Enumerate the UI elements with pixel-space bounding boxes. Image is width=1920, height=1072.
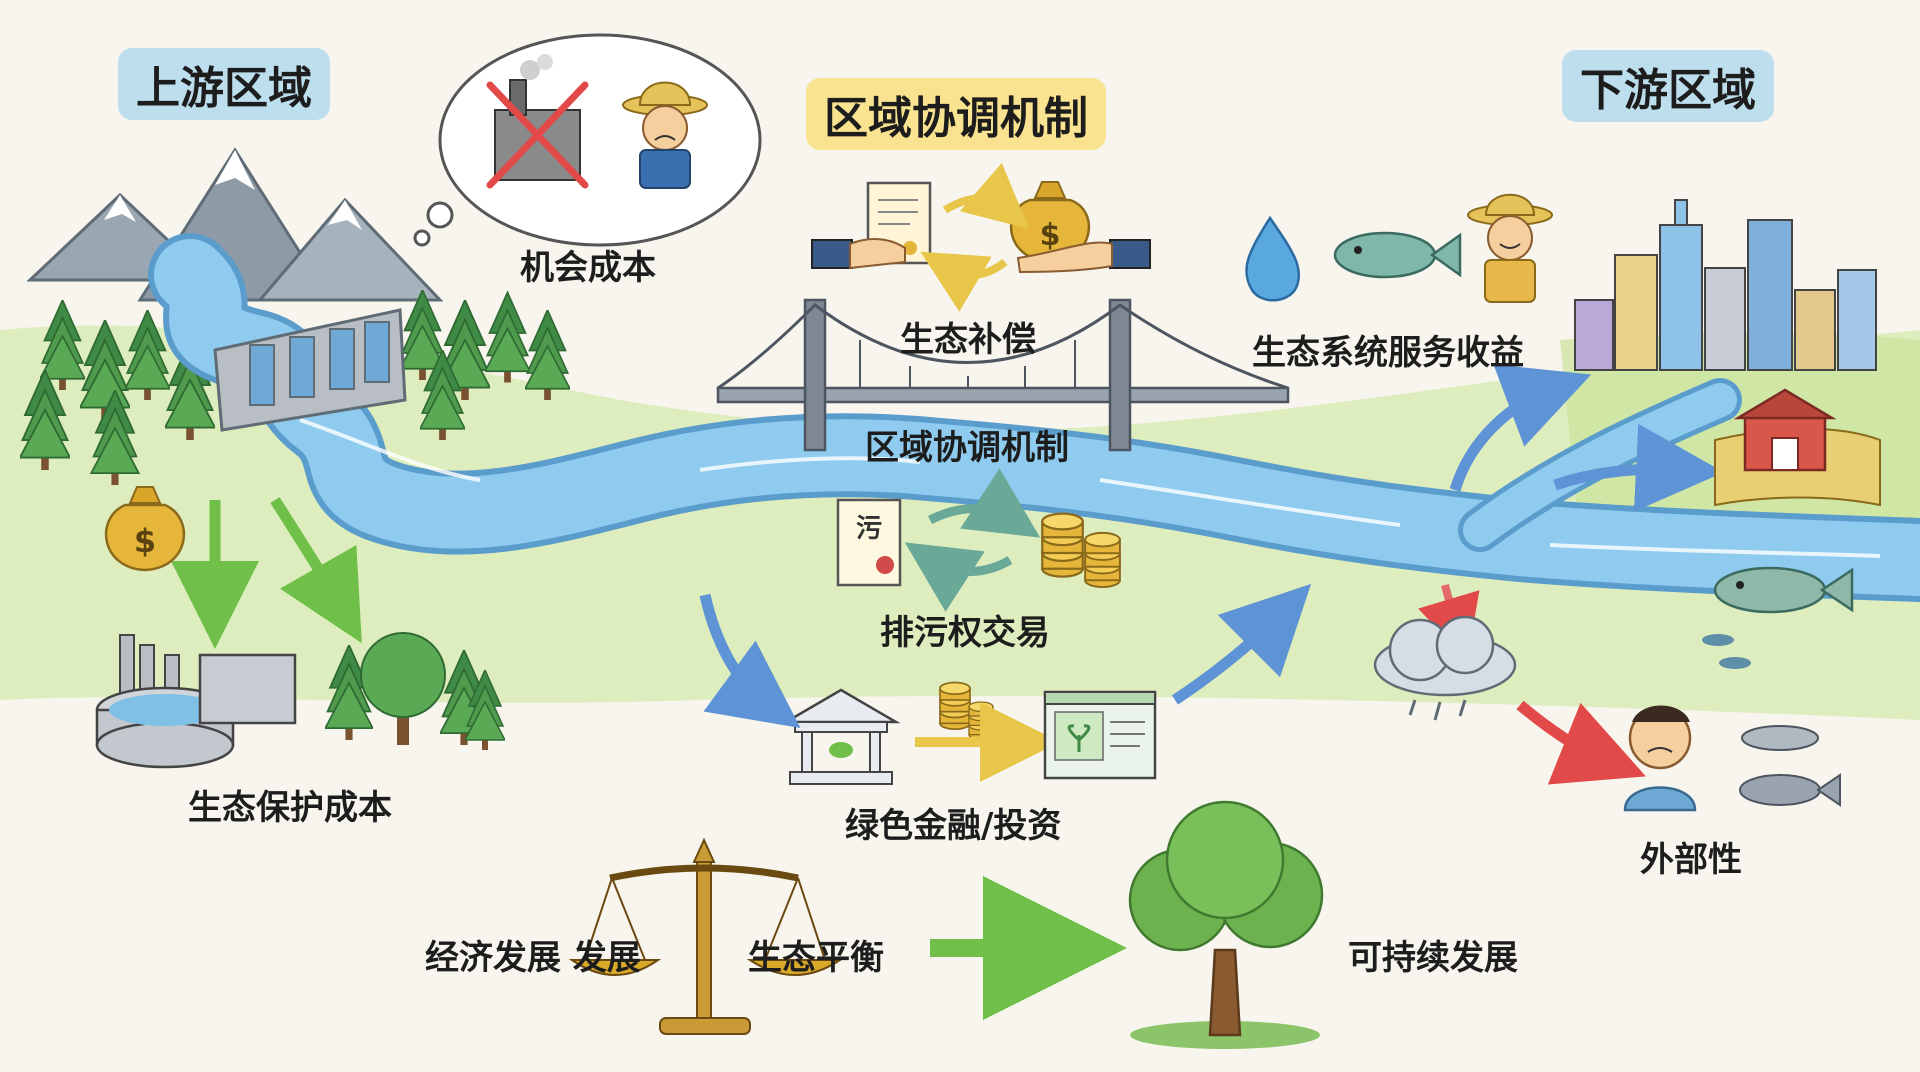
eco-compensation-label: 生态补偿	[900, 320, 1036, 360]
opportunity-cost-label: 机会成本	[520, 248, 656, 288]
externality-label: 外部性	[1640, 840, 1742, 880]
green-finance-label: 绿色金融/投资	[845, 806, 1062, 846]
thought-bubble	[413, 33, 762, 247]
dollar-sign-text: $	[1040, 218, 1061, 253]
sad-farmer-icon	[622, 81, 708, 189]
water-treatment-plant-icon	[95, 634, 297, 769]
blue-arrow-down	[699, 593, 801, 729]
right-hand-icon	[1016, 239, 1151, 274]
pollution-trading-label: 排污权交易	[880, 613, 1050, 653]
green-project-screen-icon	[1043, 690, 1157, 780]
farm-barn-icon	[1714, 388, 1881, 507]
downstream-title: 下游区域	[1562, 50, 1774, 122]
upstream-dollar-text: $	[134, 522, 156, 560]
balance-scale-icon	[568, 837, 844, 1035]
blue-arrow-farm	[1553, 423, 1724, 512]
crossed-factory-icon	[486, 54, 589, 189]
bank-icon	[781, 688, 901, 785]
pollution-char-text: 污	[856, 514, 882, 544]
sustainable-development-label: 可持续发展	[1348, 938, 1518, 978]
upstream-title: 上游区域	[118, 48, 330, 120]
blue-arrow-city	[1449, 364, 1592, 492]
blue-arrow-up	[1171, 583, 1312, 705]
red-arrow-externality	[1516, 700, 1646, 785]
upstream-money-bag-icon: $	[104, 486, 186, 572]
mechanism-title: 区域协调机制	[806, 78, 1106, 150]
eco-balance-label: 生态平衡	[748, 938, 884, 978]
trade-arrow-bottom	[904, 542, 1013, 612]
exchange-arrow-top	[942, 162, 1030, 229]
trade-arrow-top	[927, 468, 1041, 538]
eco-services-label: 生态系统服务收益	[1252, 333, 1524, 373]
exchange-arrow-bottom	[920, 251, 1008, 312]
bridge-mechanism-label: 区域协调机制	[865, 428, 1069, 468]
sustainable-tree-icon	[1128, 800, 1324, 1049]
river-fish-icon	[1702, 566, 1854, 669]
fish-icon	[1333, 231, 1462, 279]
happy-farmer-icon	[1467, 193, 1553, 303]
water-drop-icon	[1245, 215, 1301, 302]
left-hand-icon	[811, 238, 906, 270]
protection-forest-icon	[325, 632, 505, 750]
green-arrow-2	[270, 497, 362, 644]
bridge	[716, 298, 1290, 452]
protection-cost-label: 生态保护成本	[188, 788, 392, 828]
city-skyline-icon	[1574, 199, 1877, 371]
economic-development-label: 经济发展 发展	[425, 938, 641, 978]
dam	[213, 308, 407, 432]
pollution-permit-icon: 污	[836, 498, 902, 587]
dead-fish-icon	[1739, 725, 1841, 807]
sick-person-icon	[1623, 705, 1697, 812]
rain-cloud-icon	[1373, 615, 1517, 721]
